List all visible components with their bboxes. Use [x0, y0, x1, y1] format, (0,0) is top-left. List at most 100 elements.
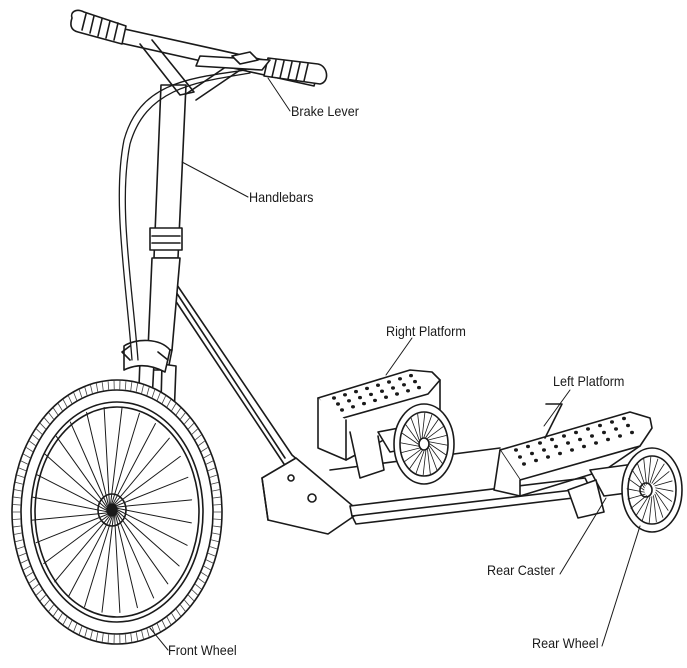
- front-wheel-spoke: [36, 474, 107, 511]
- front-tire-tread: [53, 407, 59, 415]
- front-tire-tread: [107, 381, 110, 390]
- front-tire-tread: [212, 496, 221, 499]
- front-tire-tread: [18, 467, 27, 472]
- front-tire-tread: [175, 407, 181, 415]
- right-platform-grip-hole: [362, 401, 367, 406]
- front-tire-tread: [209, 474, 218, 478]
- front-tire-tread: [212, 525, 221, 528]
- front-tire-tread: [212, 489, 220, 492]
- left-platform-grip-hole: [577, 437, 582, 442]
- front-tire-tread: [26, 447, 33, 452]
- leader-handlebars: [181, 161, 249, 198]
- front-wheel-spoke: [32, 496, 107, 513]
- right-caster-spoke: [401, 447, 420, 453]
- front-tire-tread: [207, 467, 216, 472]
- front-tire-tread: [36, 428, 43, 435]
- front-tire-tread: [198, 440, 205, 446]
- right-caster-spoke: [410, 417, 420, 441]
- front-tire-tread: [73, 392, 78, 401]
- front-tire-tread: [188, 423, 195, 430]
- front-tire-tread: [184, 417, 190, 425]
- front-tire-tread: [171, 613, 177, 621]
- front-tire-tread: [15, 481, 23, 485]
- rear-wheel-spoke: [653, 495, 657, 523]
- front-tire-tread: [13, 496, 22, 499]
- front-wheel-spoke: [115, 455, 181, 506]
- left-platform-grip-hole: [557, 451, 562, 456]
- front-tire-tread: [20, 559, 29, 564]
- rear-wheel-spoke: [647, 456, 652, 484]
- left-platform-grip-hole: [613, 427, 618, 431]
- handlebars: [70, 9, 328, 361]
- rear-wheel-spoke: [635, 496, 649, 517]
- left-platform-grip-hole: [601, 430, 606, 435]
- left-platform-grip-hole: [629, 430, 634, 435]
- front-tire-tread: [211, 539, 219, 543]
- front-wheel: [11, 379, 223, 645]
- front-tire-tread: [175, 609, 181, 617]
- right-platform-grip-hole: [409, 373, 414, 378]
- front-tire-tread: [203, 565, 211, 571]
- front-wheel-spoke: [54, 515, 110, 583]
- front-tire-tread: [146, 628, 150, 637]
- right-platform-grip-hole: [343, 393, 348, 397]
- right-platform-grip-hole: [365, 386, 370, 391]
- left-platform-grip-hole: [573, 430, 578, 435]
- right-caster-spoke: [428, 447, 438, 471]
- front-tire-tread: [62, 616, 68, 625]
- front-tire-tread: [191, 589, 198, 596]
- left-platform-grip-hole: [625, 423, 630, 428]
- front-tire-tread: [95, 632, 99, 641]
- front-tire-tread: [151, 389, 156, 398]
- front-tire-tread: [124, 634, 127, 643]
- front-tire-tread: [156, 392, 161, 401]
- rear-wheel-label: Rear Wheel: [532, 635, 599, 651]
- left-platform: [493, 403, 683, 533]
- front-tire-tread: [20, 460, 29, 465]
- front-wheel-spoke: [101, 516, 114, 613]
- front-wheel-spoke: [114, 437, 170, 505]
- front-wheel-spoke: [68, 516, 112, 597]
- rear-wheel-spoke: [653, 471, 670, 485]
- front-tire-tread: [166, 399, 172, 408]
- right-platform-grip-hole: [336, 402, 341, 406]
- front-tire-tread: [32, 434, 39, 441]
- left-platform-grip-hole: [605, 437, 610, 442]
- left-platform-grip-hole: [533, 458, 538, 463]
- front-tire-tread: [141, 384, 144, 394]
- front-tire-tread: [180, 604, 186, 612]
- front-tire-tread: [209, 546, 218, 550]
- frame: [174, 281, 591, 535]
- front-wheel-spoke: [110, 407, 123, 504]
- front-wheel-spoke: [103, 407, 110, 505]
- left-platform-grip-hole: [517, 455, 522, 459]
- front-tire-tread: [212, 532, 220, 535]
- right-caster-spoke: [429, 443, 447, 456]
- right-caster-spoke: [421, 412, 426, 438]
- front-wheel-spoke: [116, 499, 193, 508]
- front-tire-tread: [95, 383, 99, 392]
- front-tire-tread: [78, 626, 83, 635]
- front-tire-tread: [101, 381, 104, 391]
- front-wheel-spoke: [114, 515, 121, 613]
- front-wheel-spoke: [112, 423, 156, 504]
- left-platform-grip-hole: [581, 444, 586, 449]
- right-platform-grip-hole: [354, 389, 359, 394]
- leader-rear-wheel: [601, 525, 641, 647]
- front-tire-tread: [39, 594, 46, 601]
- right-caster-spoke: [429, 445, 443, 464]
- front-wheel-spoke: [115, 514, 138, 609]
- left-platform-grip-hole: [609, 420, 614, 424]
- rear-wheel-spoke: [655, 491, 669, 511]
- front-tire-tread: [44, 599, 50, 607]
- front-tire-tread: [188, 594, 195, 601]
- right-platform-grip-hole: [384, 395, 389, 399]
- brake-lever-label: Brake Lever: [291, 103, 359, 119]
- front-tire-tread: [29, 440, 36, 446]
- right-platform-grip-hole: [413, 379, 418, 384]
- front-tire-tread: [48, 604, 54, 612]
- left-platform-grip-hole: [597, 423, 602, 428]
- left-platform-grip-hole: [529, 451, 534, 456]
- front-tire-tread: [36, 589, 43, 596]
